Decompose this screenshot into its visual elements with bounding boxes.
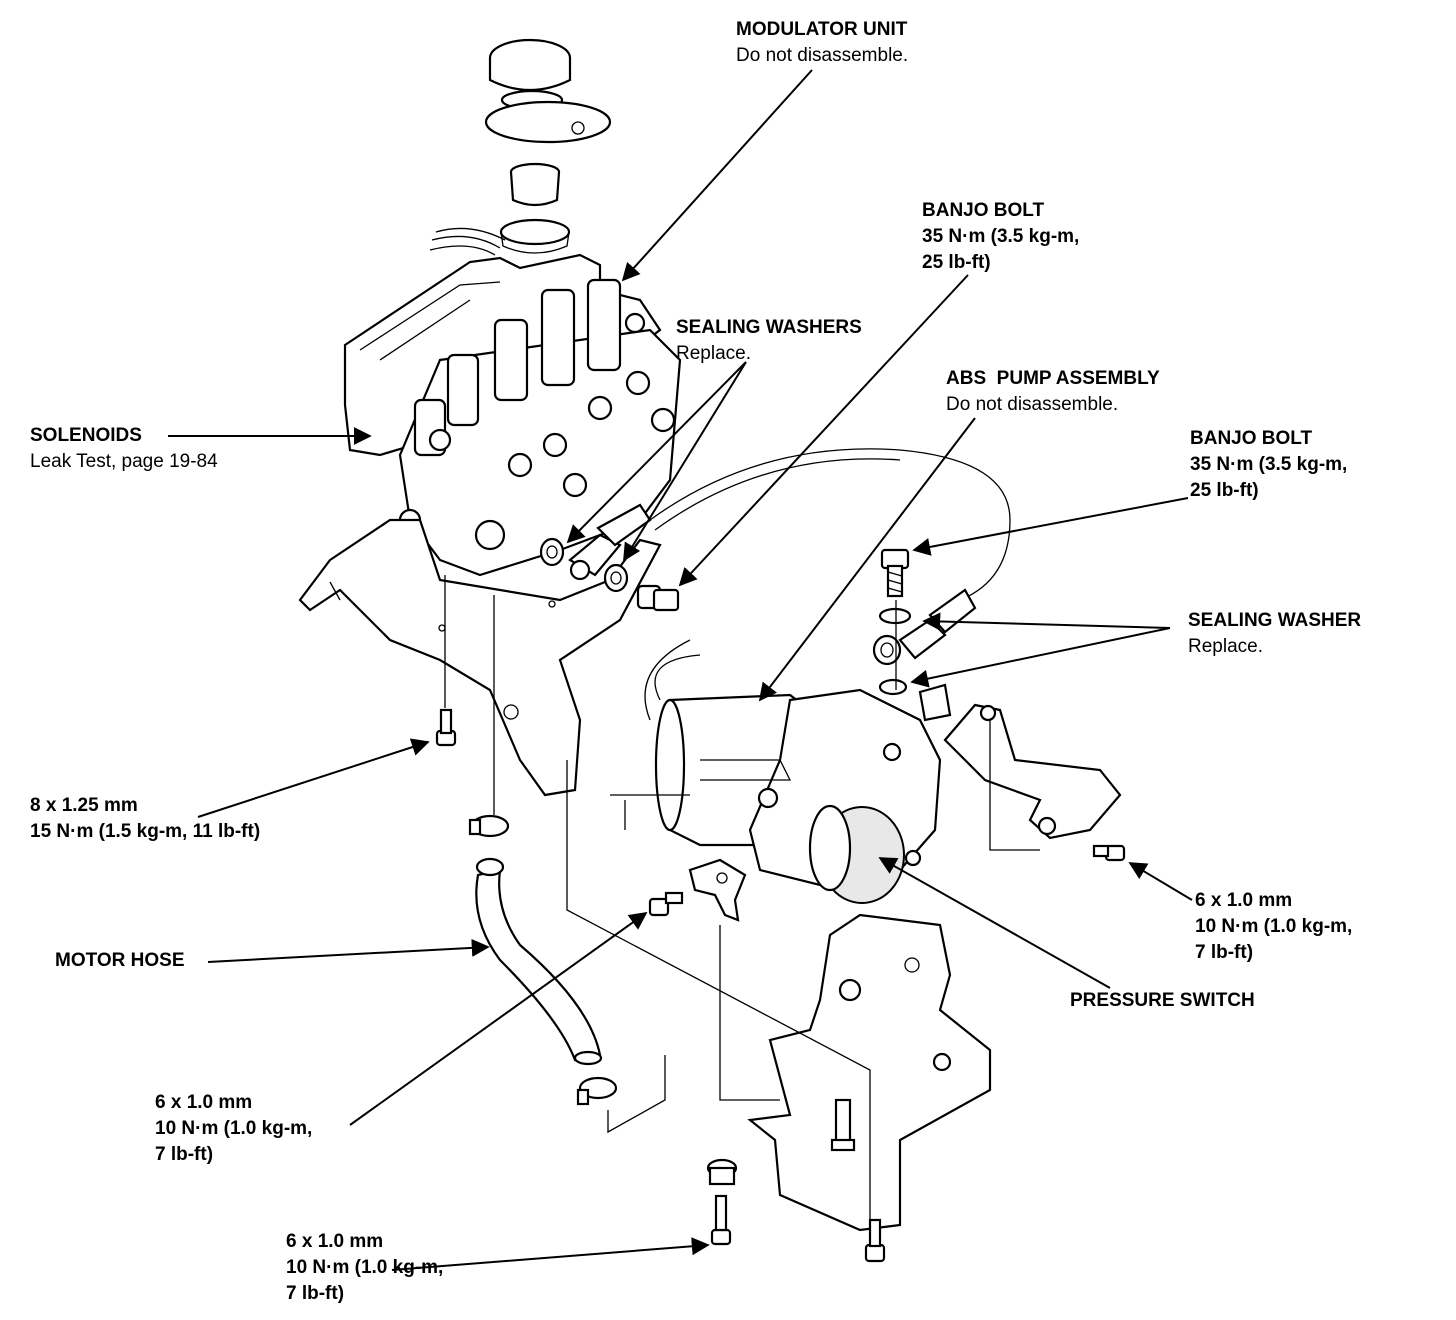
bolt-6x10-left-torque: 10 N·m (1.0 kg-m, [155,1118,313,1139]
bolt-6x10-clip [648,891,684,917]
hose-clamps [468,814,618,1106]
banjo-bolt-2-title: BANJO BOLT [1190,428,1313,449]
bolt-6x10-right-torque-2: 7 lb-ft) [1195,942,1254,963]
stud-cover [830,1098,856,1152]
bolt-6x10-right-size: 6 x 1.0 mm [1195,890,1293,911]
label-solenoids: SOLENOIDS Leak Test, page 19-84 [30,423,218,475]
label-sealing-washer: SEALING WASHER Replace. [1188,608,1361,660]
banjo-bolt-1-torque-2: 25 lb-ft) [922,252,991,273]
bolt-6x10-pump [1092,844,1126,862]
sealing-washer-note: Replace. [1188,636,1263,657]
label-banjo-bolt-1: BANJO BOLT 35 N·m (3.5 kg-m, 25 lb-ft) [922,198,1079,276]
label-banjo-bolt-2: BANJO BOLT 35 N·m (3.5 kg-m, 25 lb-ft) [1190,426,1347,504]
bolt-8x125-size: 8 x 1.25 mm [30,795,138,816]
reservoir-cap [484,38,612,144]
motor-hose-title: MOTOR HOSE [55,950,185,971]
label-modulator-unit: MODULATOR UNIT Do not disassemble. [736,17,908,69]
solenoids-title: SOLENOIDS [30,425,142,446]
pressure-switch-title: PRESSURE SWITCH [1070,990,1255,1011]
label-bolt-6x10-left: 6 x 1.0 mm 10 N·m (1.0 kg-m, 7 lb-ft) [155,1090,312,1168]
bolt-8x125 [435,708,457,747]
sealing-washer-title: SEALING WASHER [1188,610,1362,631]
abs-pump-title: ABS PUMP ASSEMBLY [946,368,1160,389]
label-abs-pump: ABS PUMP ASSEMBLY Do not disassemble. [946,366,1160,418]
banjo-bolt-1-torque: 35 N·m (3.5 kg-m, [922,226,1080,247]
bolt-6x10-left-torque-2: 7 lb-ft) [155,1144,214,1165]
pump-bracket [918,683,1122,840]
banjo-bolt-2-torque-2: 25 lb-ft) [1190,480,1259,501]
alignment-lines [444,575,1040,1220]
bolt-6x10-left-size: 6 x 1.0 mm [155,1092,253,1113]
label-motor-hose: MOTOR HOSE [55,948,185,974]
bolt-6x10-bottom-torque-2: 7 lb-ft) [286,1283,345,1304]
bolt-6x10-bottom-size: 6 x 1.0 mm [286,1231,384,1252]
reservoir-strainer [509,162,561,207]
pressure-switch-clip [688,858,747,922]
label-sealing-washers: SEALING WASHERS Replace. [676,315,862,367]
sealing-washers-title: SEALING WASHERS [676,317,862,338]
banjo-bolt-1-title: BANJO BOLT [922,200,1045,221]
motor-hose [475,857,603,1066]
leader-lines [168,69,1193,1271]
label-bolt-8x125: 8 x 1.25 mm 15 N·m (1.5 kg-m, 11 lb-ft) [30,793,260,845]
bolt-cover-lower [864,1218,886,1263]
banjo-bolt-2-torque: 35 N·m (3.5 kg-m, [1190,454,1348,475]
sealing-washers-note: Replace. [676,343,751,364]
label-bolt-6x10-right: 6 x 1.0 mm 10 N·m (1.0 kg-m, 7 lb-ft) [1195,888,1352,966]
bolt-6x10-bottom-torque: 10 N·m (1.0 kg-m, [286,1257,444,1278]
reservoir-seal [499,218,571,254]
banjo-bolt-modulator [636,584,680,612]
mounting-bracket [298,518,662,797]
label-bolt-6x10-bottom: 6 x 1.0 mm 10 N·m (1.0 kg-m, 7 lb-ft) [286,1229,443,1307]
solenoids-note: Leak Test, page 19-84 [30,451,218,472]
bolt-8x125-torque: 15 N·m (1.5 kg-m, 11 lb-ft) [30,821,261,842]
brake-line [649,448,1011,601]
bolt-6x10-cover [706,1158,738,1246]
modulator-unit-note: Do not disassemble. [736,45,909,66]
abs-pump-note: Do not disassemble. [946,394,1119,415]
modulator-sealing-washers [539,503,652,593]
banjo-bolt-pump [880,548,910,598]
label-pressure-switch: PRESSURE SWITCH [1070,988,1255,1014]
bolt-6x10-right-torque: 10 N·m (1.0 kg-m, [1195,916,1353,937]
modulator-unit-title: MODULATOR UNIT [736,19,908,40]
abs-pump-assembly [644,639,942,904]
